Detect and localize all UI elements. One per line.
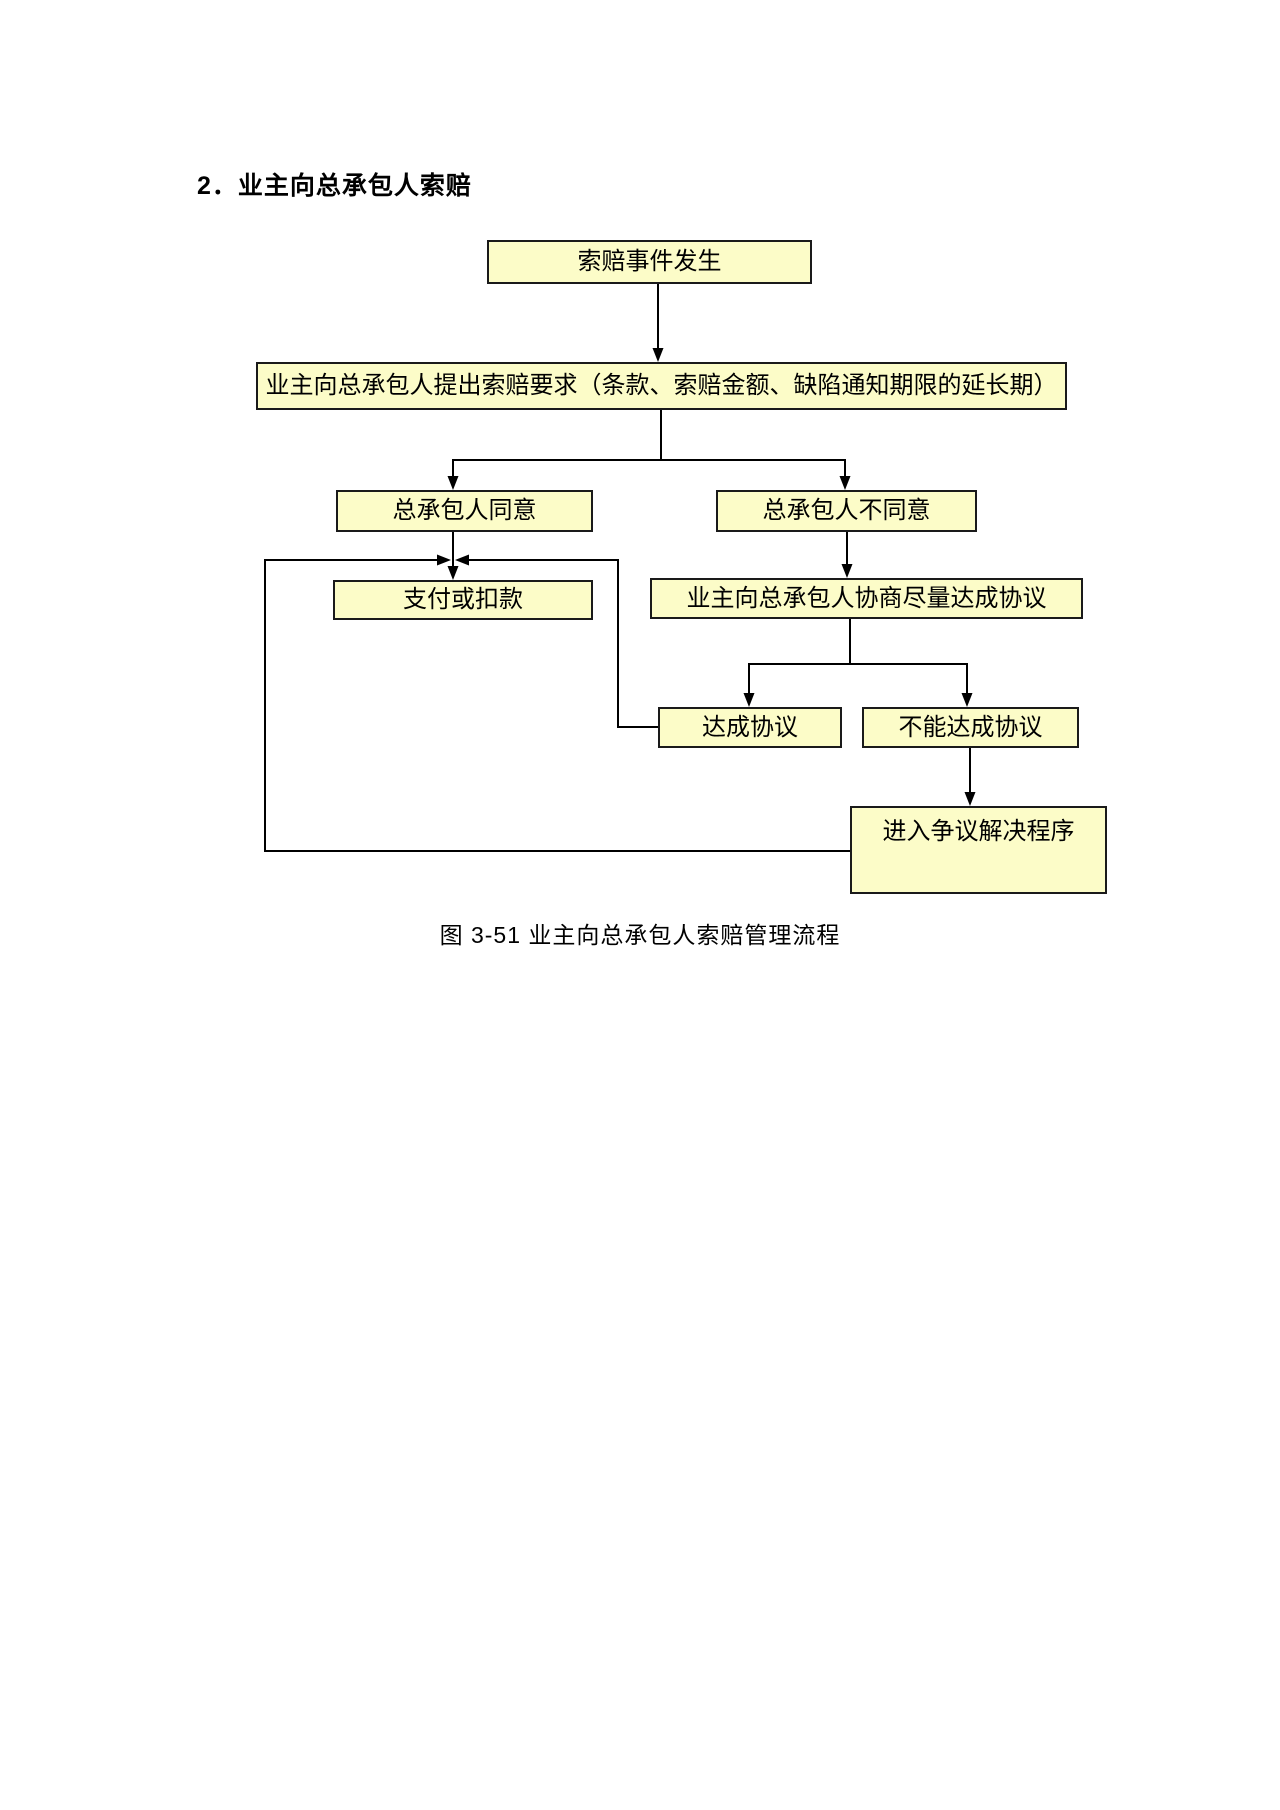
flow-node-contractor-agrees: 总承包人同意	[336, 490, 593, 532]
arrowhead-down	[841, 564, 853, 578]
figure-caption: 图 3-51 业主向总承包人索赔管理流程	[439, 922, 841, 948]
arrowhead-down	[447, 476, 459, 490]
arrowhead-left	[455, 554, 469, 566]
flow-node-claim-event: 索赔事件发生	[487, 240, 812, 284]
connector-elbow	[469, 559, 658, 728]
arrowhead-right	[437, 554, 451, 566]
section-heading: 2．业主向总承包人索赔	[197, 172, 472, 200]
arrowhead-down	[447, 566, 459, 580]
arrowhead-down	[839, 476, 851, 490]
arrowhead-down	[961, 693, 973, 707]
connector-elbow	[264, 559, 850, 852]
arrowhead-down	[652, 348, 664, 362]
flow-node-pay-or-deduct: 支付或扣款	[333, 580, 593, 620]
flow-node-agreement-reached: 达成协议	[658, 707, 842, 748]
flow-node-agreement-not-reached: 不能达成协议	[862, 707, 1079, 748]
flow-node-contractor-disagrees: 总承包人不同意	[716, 490, 977, 532]
flow-node-owner-claim-request: 业主向总承包人提出索赔要求（条款、索赔金额、缺陷通知期限的延长期）	[256, 362, 1067, 410]
arrowhead-down	[743, 693, 755, 707]
arrowhead-down	[964, 792, 976, 806]
flow-node-dispute-resolution: 进入争议解决程序	[850, 806, 1107, 894]
flow-node-negotiate-agreement: 业主向总承包人协商尽量达成协议	[650, 578, 1083, 619]
